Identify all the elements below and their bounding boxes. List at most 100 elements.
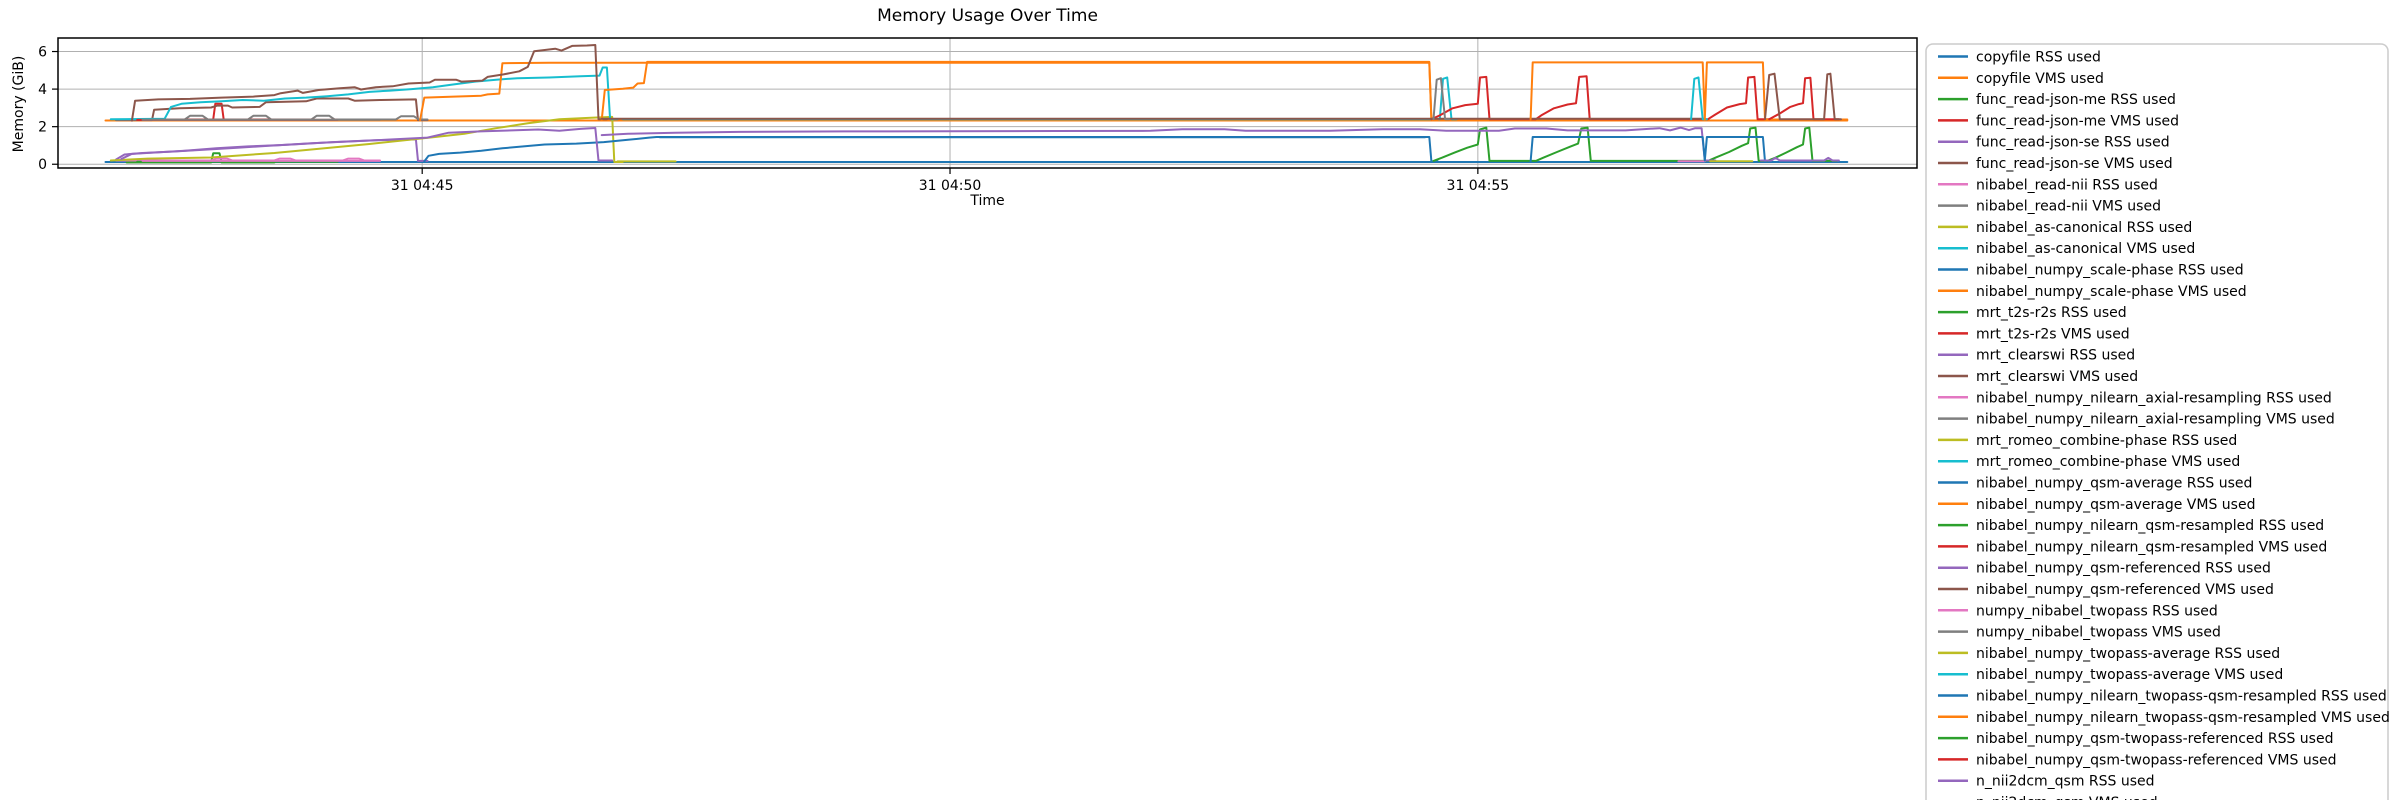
series-line	[130, 44, 608, 122]
legend-entry: nibabel_read-nii VMS used	[1938, 199, 2161, 215]
legend-label: nibabel_numpy_nilearn_qsm-resampled VMS …	[1976, 539, 2327, 555]
y-tick-label: 2	[38, 120, 47, 136]
legend-entry: func_read-json-me VMS used	[1938, 113, 2179, 129]
legend-entry: func_read-json-me RSS used	[1938, 92, 2176, 108]
grid	[58, 38, 1917, 168]
legend-label: mrt_t2s-r2s VMS used	[1976, 326, 2130, 342]
legend-label: func_read-json-se RSS used	[1976, 135, 2170, 151]
legend-label: n_nii2dcm_qsm VMS used	[1976, 795, 2158, 800]
series-line	[423, 136, 1439, 163]
legend-label: nibabel_numpy_nilearn_twopass-qsm-resamp…	[1976, 689, 2387, 705]
legend-entry: copyfile VMS used	[1938, 71, 2104, 87]
legend-label: numpy_nibabel_twopass VMS used	[1976, 625, 2221, 641]
legend-entry: nibabel_numpy_nilearn_qsm-resampled VMS …	[1938, 539, 2327, 555]
y-tick-label: 0	[38, 157, 47, 173]
legend-label: nibabel_as-canonical VMS used	[1976, 241, 2195, 257]
legend-entry: mrt_clearswi VMS used	[1938, 369, 2138, 385]
legend-entry: copyfile RSS used	[1938, 50, 2101, 66]
legend-entry: nibabel_numpy_twopass-average VMS used	[1938, 667, 2283, 683]
legend-entry: nibabel_numpy_qsm-average RSS used	[1938, 476, 2252, 492]
legend-entry: nibabel_numpy_nilearn_twopass-qsm-resamp…	[1938, 710, 2390, 726]
legend-entry: mrt_t2s-r2s RSS used	[1938, 305, 2127, 321]
legend-entry: mrt_romeo_combine-phase RSS used	[1938, 433, 2237, 449]
legend-label: nibabel_numpy_qsm-twopass-referenced VMS…	[1976, 752, 2337, 768]
legend-label: nibabel_numpy_qsm-twopass-referenced RSS…	[1976, 731, 2333, 747]
series-line	[600, 60, 1439, 122]
series-line	[1768, 76, 1840, 121]
plot-frame	[57, 37, 1918, 169]
legend-entry: mrt_t2s-r2s VMS used	[1938, 326, 2130, 342]
legend-label: nibabel_numpy_nilearn_axial-resampling V…	[1976, 412, 2335, 428]
legend-entry: n_nii2dcm_qsm VMS used	[1976, 795, 2158, 800]
series-line	[1766, 126, 1838, 162]
legend-entry: mrt_clearswi RSS used	[1938, 348, 2135, 364]
legend-entry: func_read-json-se RSS used	[1938, 135, 2170, 151]
series-line	[1432, 77, 1451, 121]
legend-label: copyfile VMS used	[1976, 71, 2104, 87]
legend: copyfile RSS used copyfile VMS used func_r…	[1925, 43, 2390, 800]
legend-entry: nibabel_numpy_qsm-twopass-referenced RSS…	[1938, 731, 2333, 747]
series-line	[1529, 136, 1773, 163]
y-tick-label: 4	[38, 82, 47, 98]
series-line	[115, 157, 381, 162]
legend-label: mrt_clearswi VMS used	[1976, 369, 2138, 385]
legend-label: nibabel_numpy_twopass-average RSS used	[1976, 646, 2280, 662]
x-tick-label: 31 04:45	[391, 178, 454, 194]
legend-label: nibabel_numpy_twopass-average VMS used	[1976, 667, 2283, 683]
legend-entry: nibabel_numpy_qsm-average VMS used	[1938, 497, 2255, 513]
legend-label: nibabel_numpy_nilearn_twopass-qsm-resamp…	[1976, 710, 2390, 726]
series-line	[1529, 61, 1849, 121]
chart-title: Memory Usage Over Time	[877, 6, 1098, 26]
legend-label: mrt_romeo_combine-phase VMS used	[1976, 454, 2240, 470]
y-tick-label: 6	[38, 45, 47, 61]
legend-label: nibabel_numpy_nilearn_qsm-resampled RSS …	[1976, 518, 2324, 534]
legend-entry: nibabel_numpy_qsm-referenced RSS used	[1938, 561, 2271, 577]
series-line	[1430, 75, 1773, 121]
legend-label: nibabel_read-nii VMS used	[1976, 199, 2161, 215]
legend-entry: nibabel_numpy_nilearn_twopass-qsm-resamp…	[1938, 689, 2387, 705]
legend-entry: nibabel_read-nii RSS used	[1938, 177, 2158, 193]
legend-label: mrt_romeo_combine-phase RSS used	[1976, 433, 2237, 449]
legend-entry: n_nii2dcm_qsm RSS used	[1938, 774, 2155, 790]
legend-label: func_read-json-me VMS used	[1976, 113, 2179, 129]
series-line	[120, 127, 614, 162]
series-line	[1432, 126, 1773, 162]
legend-label: n_nii2dcm_qsm RSS used	[1976, 774, 2155, 790]
legend-entry: nibabel_numpy_qsm-twopass-referenced VMS…	[1938, 752, 2337, 768]
legend-entry: mrt_romeo_combine-phase VMS used	[1938, 454, 2240, 470]
legend-entry: nibabel_numpy_nilearn_qsm-resampled RSS …	[1938, 518, 2324, 534]
legend-label: mrt_t2s-r2s RSS used	[1976, 305, 2127, 321]
legend-entry: nibabel_numpy_nilearn_axial-resampling R…	[1938, 390, 2332, 406]
legend-label: nibabel_as-canonical RSS used	[1976, 220, 2192, 236]
series-lines	[104, 44, 1849, 164]
legend-label: copyfile RSS used	[1976, 50, 2101, 66]
legend-label: nibabel_numpy_qsm-average RSS used	[1976, 476, 2252, 492]
legend-label: nibabel_numpy_nilearn_axial-resampling R…	[1976, 390, 2332, 406]
x-axis-label: Time	[970, 193, 1005, 209]
legend-entry: nibabel_numpy_qsm-referenced VMS used	[1938, 582, 2274, 598]
legend-label: nibabel_numpy_qsm-referenced RSS used	[1976, 561, 2271, 577]
legend-entry: nibabel_as-canonical RSS used	[1938, 220, 2192, 236]
series-line	[1764, 72, 1842, 121]
x-tick-label: 31 04:55	[1447, 178, 1510, 194]
legend-label: func_read-json-me RSS used	[1976, 92, 2176, 108]
series-line	[109, 66, 619, 121]
legend-entry: nibabel_numpy_scale-phase RSS used	[1938, 263, 2244, 279]
legend-label: mrt_clearswi RSS used	[1976, 348, 2135, 364]
legend-label: nibabel_numpy_scale-phase RSS used	[1976, 263, 2244, 279]
legend-entry: nibabel_as-canonical VMS used	[1938, 241, 2195, 257]
legend-label: func_read-json-se VMS used	[1976, 156, 2173, 172]
legend-label: nibabel_numpy_qsm-average VMS used	[1976, 497, 2255, 513]
legend-label: nibabel_numpy_qsm-referenced VMS used	[1976, 582, 2274, 598]
legend-box	[1925, 43, 2389, 800]
legend-entry: nibabel_numpy_twopass-average RSS used	[1938, 646, 2280, 662]
series-line	[1759, 156, 1840, 162]
series-line	[419, 61, 1439, 122]
legend-entry: numpy_nibabel_twopass RSS used	[1938, 603, 2218, 619]
legend-label: nibabel_read-nii RSS used	[1976, 177, 2158, 193]
legend-entry: nibabel_numpy_nilearn_axial-resampling V…	[1938, 412, 2335, 428]
legend-entry: func_read-json-se VMS used	[1938, 156, 2173, 172]
series-line	[600, 126, 1717, 162]
